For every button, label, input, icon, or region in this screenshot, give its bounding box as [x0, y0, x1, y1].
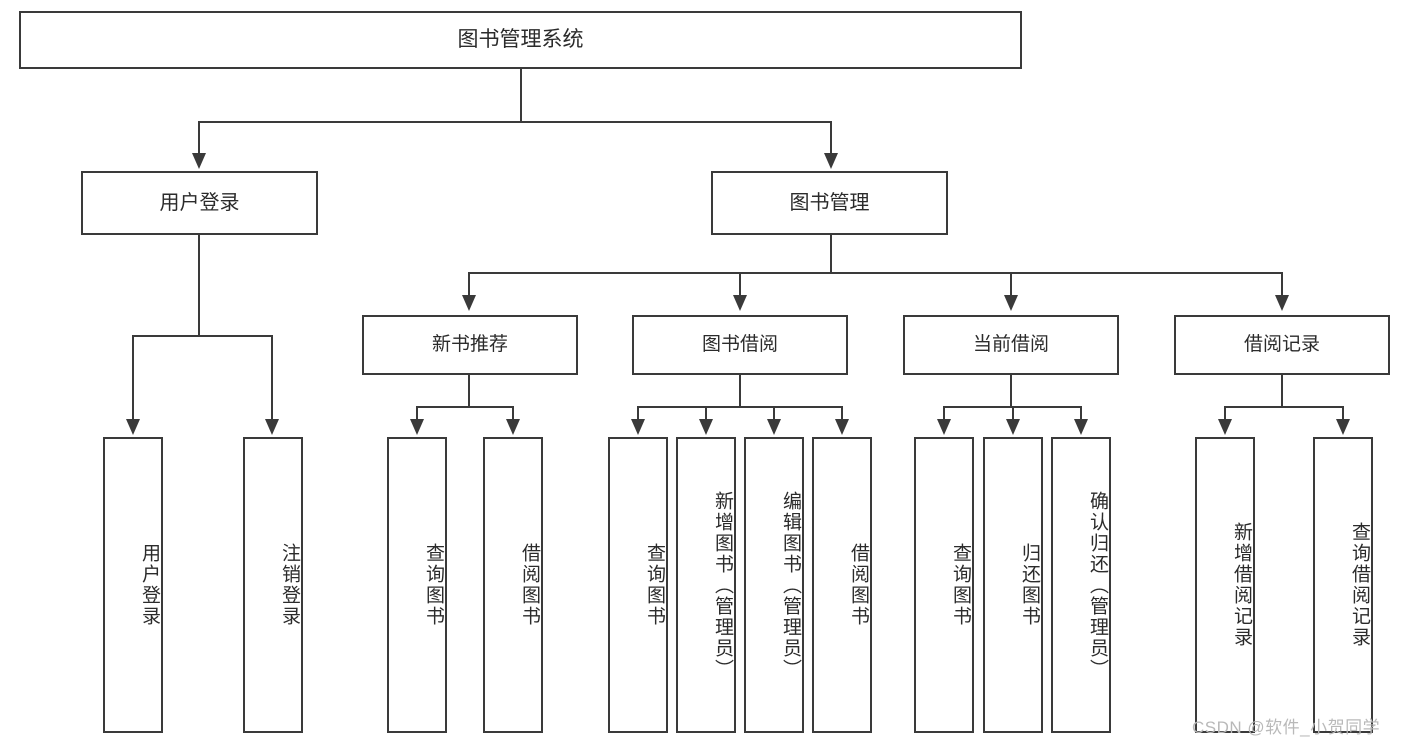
- connector-drop-leaf-add-book: [705, 406, 707, 421]
- connector-user-login-stem: [198, 235, 200, 335]
- node-new-book-recommend[interactable]: 新书推荐: [362, 315, 578, 375]
- node-leaf-user-login[interactable]: 用户登录: [103, 437, 163, 733]
- node-leaf-edit-book[interactable]: 编辑图书（管理员）: [744, 437, 804, 733]
- node-borrow-record-label: 借阅记录: [1243, 334, 1320, 356]
- node-leaf-add-record[interactable]: 新增借阅记录: [1195, 437, 1255, 733]
- connector-drop-leaf-return-book: [1012, 406, 1014, 421]
- node-leaf-query-book-2[interactable]: 查询图书: [608, 437, 668, 733]
- arrowhead-leaf-add-record: [1218, 419, 1232, 435]
- node-leaf-query-book-3[interactable]: 查询图书: [914, 437, 974, 733]
- connector-book-borrow-stem: [739, 375, 741, 406]
- connector-new-book-recommend-bus: [416, 406, 514, 408]
- arrowhead-borrow-record: [1275, 295, 1289, 311]
- connector-drop-borrow-record: [1281, 272, 1283, 297]
- node-leaf-add-book-label: 新增图书（管理员）: [712, 490, 733, 680]
- arrowhead-leaf-edit-book: [767, 419, 781, 435]
- connector-drop-leaf-query-book-1: [416, 406, 418, 421]
- node-leaf-query-record[interactable]: 查询借阅记录: [1313, 437, 1373, 733]
- arrowhead-leaf-add-book: [699, 419, 713, 435]
- node-leaf-borrow-book-1[interactable]: 借阅图书: [483, 437, 543, 733]
- connector-new-book-recommend-stem: [468, 375, 470, 406]
- connector-drop-leaf-borrow-book-1: [512, 406, 514, 421]
- arrowhead-leaf-return-book: [1006, 419, 1020, 435]
- node-leaf-add-record-label: 新增借阅记录: [1231, 522, 1252, 648]
- node-book-management-label: 图书管理: [789, 191, 870, 214]
- arrowhead-leaf-query-book-2: [631, 419, 645, 435]
- node-leaf-borrow-book-2-label: 借阅图书: [848, 543, 869, 627]
- connector-drop-leaf-confirm-return: [1080, 406, 1082, 421]
- connector-book-borrow-bus: [637, 406, 842, 408]
- arrowhead-book-management: [824, 153, 838, 169]
- node-leaf-query-book-2-label: 查询图书: [644, 543, 665, 627]
- node-leaf-borrow-book-1-label: 借阅图书: [519, 543, 540, 627]
- node-book-borrow-label: 图书借阅: [701, 334, 778, 356]
- node-user-login-label: 用户登录: [159, 191, 240, 214]
- connector-current-borrow-stem: [1010, 375, 1012, 406]
- arrowhead-new-book-recommend: [462, 295, 476, 311]
- arrowhead-leaf-confirm-return: [1074, 419, 1088, 435]
- connector-root-stem: [520, 69, 522, 121]
- connector-drop-new-book-recommend: [468, 272, 470, 297]
- connector-drop-leaf-add-record: [1224, 406, 1226, 421]
- node-root[interactable]: 图书管理系统: [19, 11, 1022, 69]
- node-user-login[interactable]: 用户登录: [81, 171, 318, 235]
- node-leaf-query-book-1-label: 查询图书: [423, 543, 444, 627]
- arrowhead-leaf-query-record: [1336, 419, 1350, 435]
- node-current-borrow-label: 当前借阅: [972, 334, 1049, 356]
- connector-borrow-record-stem: [1281, 375, 1283, 406]
- connector-drop-leaf-query-book-2: [637, 406, 639, 421]
- node-root-label: 图书管理系统: [457, 27, 584, 51]
- node-leaf-query-book-3-label: 查询图书: [950, 543, 971, 627]
- arrowhead-leaf-user-login: [126, 419, 140, 435]
- node-current-borrow[interactable]: 当前借阅: [903, 315, 1119, 375]
- arrowhead-leaf-query-book-3: [937, 419, 951, 435]
- node-leaf-query-record-label: 查询借阅记录: [1349, 522, 1370, 648]
- connector-drop-leaf-query-book-3: [943, 406, 945, 421]
- connector-drop-leaf-edit-book: [773, 406, 775, 421]
- connector-drop-user-login: [198, 121, 200, 155]
- arrowhead-leaf-borrow-book-1: [506, 419, 520, 435]
- arrowhead-leaf-borrow-book-2: [835, 419, 849, 435]
- node-book-borrow[interactable]: 图书借阅: [632, 315, 848, 375]
- connector-drop-book-management: [830, 121, 832, 155]
- connector-level2-bus: [198, 121, 832, 123]
- node-leaf-return-book[interactable]: 归还图书: [983, 437, 1043, 733]
- node-leaf-return-book-label: 归还图书: [1019, 543, 1040, 627]
- connector-borrow-record-bus: [1224, 406, 1344, 408]
- node-leaf-add-book[interactable]: 新增图书（管理员）: [676, 437, 736, 733]
- connector-level3-bus: [468, 272, 1282, 274]
- node-book-management[interactable]: 图书管理: [711, 171, 948, 235]
- node-borrow-record[interactable]: 借阅记录: [1174, 315, 1390, 375]
- connector-drop-leaf-query-record: [1342, 406, 1344, 421]
- node-leaf-confirm-return-label: 确认归还（管理员）: [1087, 490, 1108, 680]
- arrowhead-leaf-user-logout: [265, 419, 279, 435]
- connector-drop-leaf-borrow-book-2: [841, 406, 843, 421]
- node-leaf-user-login-label: 用户登录: [139, 543, 160, 627]
- node-leaf-borrow-book-2[interactable]: 借阅图书: [812, 437, 872, 733]
- node-leaf-query-book-1[interactable]: 查询图书: [387, 437, 447, 733]
- node-leaf-edit-book-label: 编辑图书（管理员）: [780, 490, 801, 680]
- node-leaf-confirm-return[interactable]: 确认归还（管理员）: [1051, 437, 1111, 733]
- connector-drop-leaf-user-login: [132, 335, 134, 421]
- connector-drop-current-borrow: [1010, 272, 1012, 297]
- node-leaf-user-logout-label: 注销登录: [279, 543, 300, 627]
- node-leaf-user-logout[interactable]: 注销登录: [243, 437, 303, 733]
- connector-book-management-stem: [830, 235, 832, 272]
- arrowhead-book-borrow: [733, 295, 747, 311]
- connector-drop-leaf-user-logout: [271, 335, 273, 421]
- arrowhead-user-login: [192, 153, 206, 169]
- connector-user-login-bus: [132, 335, 272, 337]
- arrowhead-leaf-query-book-1: [410, 419, 424, 435]
- connector-drop-book-borrow: [739, 272, 741, 297]
- arrowhead-current-borrow: [1004, 295, 1018, 311]
- node-new-book-recommend-label: 新书推荐: [431, 334, 508, 356]
